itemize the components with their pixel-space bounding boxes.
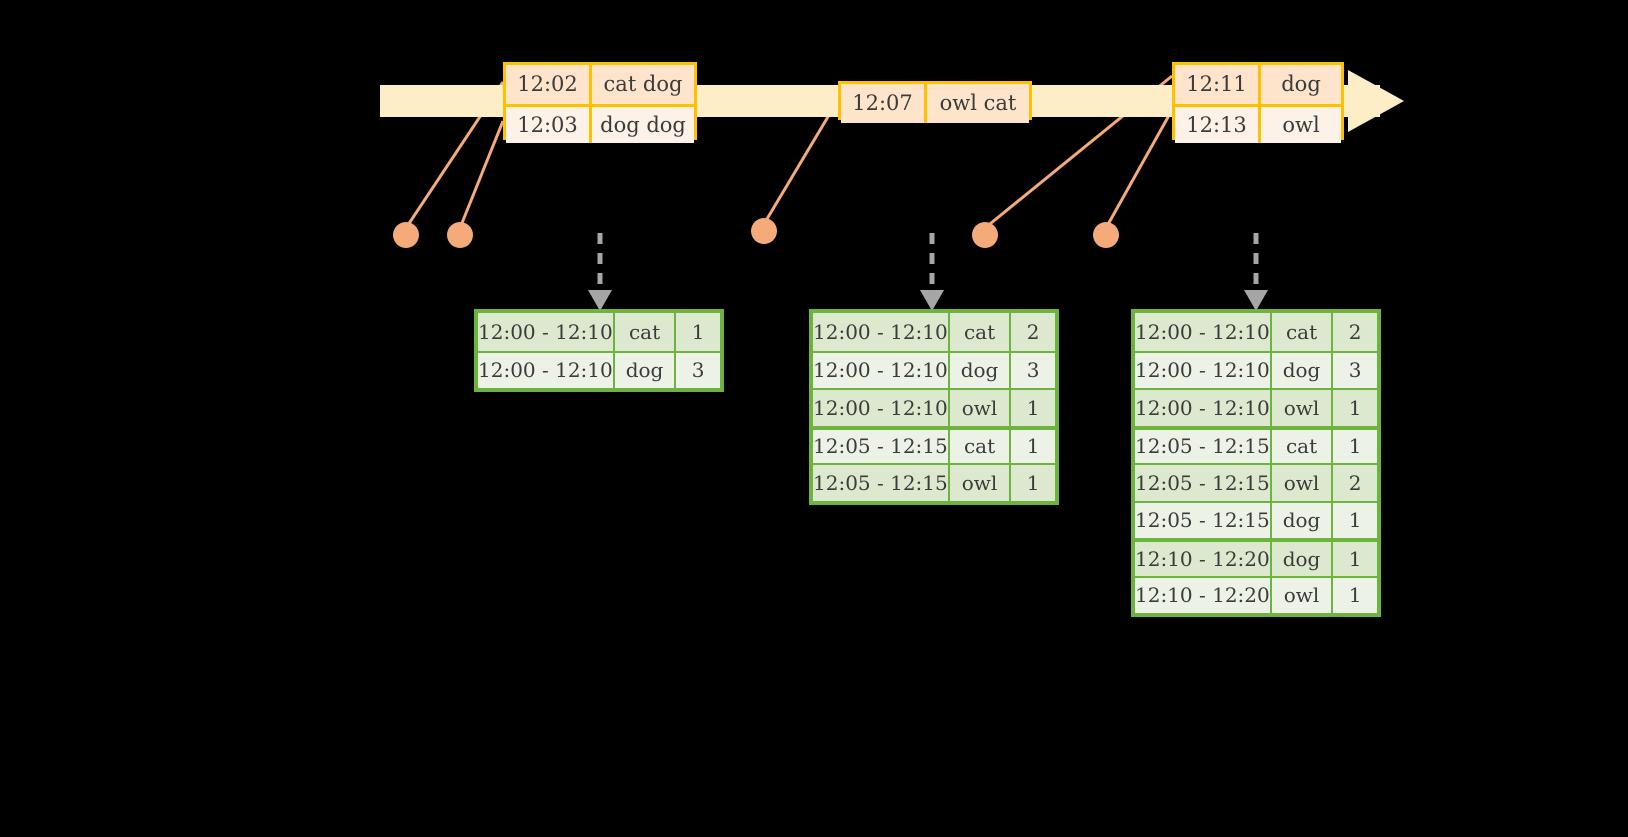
- table-row[interactable]: 12:05 - 12:15 owl 2: [1135, 463, 1377, 501]
- key-cell: dog: [949, 352, 1012, 388]
- event-box-1[interactable]: 12:02 cat dog 12:03 dog dog: [503, 62, 697, 143]
- count-cell: 1: [1011, 390, 1055, 426]
- window-cell: 12:10 - 12:20: [1135, 542, 1272, 576]
- key-cell: cat: [949, 313, 1012, 351]
- table-row[interactable]: 12:00 - 12:10 owl 1: [1135, 388, 1377, 426]
- window-cell: 12:00 - 12:10: [1135, 352, 1272, 388]
- count-cell: 1: [1333, 429, 1377, 463]
- key-cell: owl: [1271, 465, 1334, 501]
- count-cell: 1: [1011, 465, 1055, 501]
- event-words: owl: [1261, 107, 1341, 143]
- event-box-2[interactable]: 12:07 owl cat: [838, 81, 1032, 123]
- key-cell: owl: [1271, 390, 1334, 426]
- window-cell: 12:00 - 12:10: [813, 352, 950, 388]
- key-cell: owl: [949, 465, 1012, 501]
- event-time: 12:13: [1175, 107, 1261, 143]
- event-row[interactable]: 12:02 cat dog: [506, 65, 694, 104]
- window-cell: 12:05 - 12:15: [813, 429, 950, 463]
- event-row[interactable]: 12:03 dog dog: [506, 104, 694, 143]
- event-words: cat dog: [592, 65, 694, 104]
- event-time: 12:07: [841, 84, 927, 123]
- count-cell: 1: [1011, 429, 1055, 463]
- count-cell: 2: [1333, 465, 1377, 501]
- count-cell: 3: [676, 352, 720, 388]
- connector-dot-5: [1093, 222, 1119, 248]
- event-row[interactable]: 12:11 dog: [1175, 65, 1341, 104]
- connector-dot-1: [393, 222, 419, 248]
- table-row[interactable]: 12:00 - 12:10 dog 3: [478, 350, 720, 388]
- window-cell: 12:00 - 12:10: [1135, 313, 1272, 351]
- key-cell: cat: [949, 429, 1012, 463]
- result-table-2[interactable]: 12:00 - 12:10 cat 2 12:00 - 12:10 dog 3 …: [809, 309, 1059, 505]
- key-cell: dog: [614, 352, 677, 388]
- key-cell: dog: [1271, 502, 1334, 538]
- table-row[interactable]: 12:00 - 12:10 cat 2: [1135, 313, 1377, 351]
- key-cell: owl: [1271, 577, 1334, 613]
- table-row[interactable]: 12:00 - 12:10 dog 3: [813, 350, 1055, 388]
- key-cell: cat: [1271, 429, 1334, 463]
- count-cell: 1: [1333, 577, 1377, 613]
- table-row[interactable]: 12:05 - 12:15 cat 1: [1135, 425, 1377, 463]
- count-cell: 2: [1011, 313, 1055, 351]
- count-cell: 1: [1333, 542, 1377, 576]
- window-cell: 12:05 - 12:15: [1135, 502, 1272, 538]
- event-words: dog dog: [592, 107, 694, 143]
- count-cell: 3: [1011, 352, 1055, 388]
- table-row[interactable]: 12:00 - 12:10 cat 2: [813, 313, 1055, 351]
- event-box-3[interactable]: 12:11 dog 12:13 owl: [1172, 62, 1344, 143]
- count-cell: 2: [1333, 313, 1377, 351]
- window-cell: 12:00 - 12:10: [1135, 390, 1272, 426]
- table-row[interactable]: 12:10 - 12:20 dog 1: [1135, 538, 1377, 576]
- key-cell: dog: [1271, 542, 1334, 576]
- event-time: 12:03: [506, 107, 592, 143]
- window-cell: 12:10 - 12:20: [1135, 577, 1272, 613]
- result-table-3[interactable]: 12:00 - 12:10 cat 2 12:00 - 12:10 dog 3 …: [1131, 309, 1381, 617]
- table-row[interactable]: 12:05 - 12:15 cat 1: [813, 425, 1055, 463]
- event-row[interactable]: 12:07 owl cat: [841, 84, 1029, 123]
- event-words: dog: [1261, 65, 1341, 104]
- result-table-1[interactable]: 12:00 - 12:10 cat 1 12:00 - 12:10 dog 3: [474, 309, 724, 392]
- event-time: 12:11: [1175, 65, 1261, 104]
- count-cell: 1: [676, 313, 720, 351]
- event-row[interactable]: 12:13 owl: [1175, 104, 1341, 143]
- window-cell: 12:05 - 12:15: [813, 465, 950, 501]
- window-cell: 12:00 - 12:10: [478, 313, 615, 351]
- key-cell: cat: [1271, 313, 1334, 351]
- key-cell: dog: [1271, 352, 1334, 388]
- count-cell: 1: [1333, 502, 1377, 538]
- event-time: 12:02: [506, 65, 592, 104]
- connector-dot-3: [751, 218, 777, 244]
- table-row[interactable]: 12:00 - 12:10 cat 1: [478, 313, 720, 351]
- window-cell: 12:05 - 12:15: [1135, 465, 1272, 501]
- table-row[interactable]: 12:00 - 12:10 owl 1: [813, 388, 1055, 426]
- event-words: owl cat: [927, 84, 1029, 123]
- count-cell: 3: [1333, 352, 1377, 388]
- key-cell: owl: [949, 390, 1012, 426]
- key-cell: cat: [614, 313, 677, 351]
- table-row[interactable]: 12:00 - 12:10 dog 3: [1135, 350, 1377, 388]
- table-row[interactable]: 12:05 - 12:15 dog 1: [1135, 500, 1377, 538]
- table-row[interactable]: 12:05 - 12:15 owl 1: [813, 463, 1055, 501]
- window-cell: 12:00 - 12:10: [813, 313, 950, 351]
- window-cell: 12:00 - 12:10: [813, 390, 950, 426]
- connector-dot-2: [447, 222, 473, 248]
- connector-dot-4: [972, 222, 998, 248]
- count-cell: 1: [1333, 390, 1377, 426]
- window-cell: 12:05 - 12:15: [1135, 429, 1272, 463]
- window-cell: 12:00 - 12:10: [478, 352, 615, 388]
- table-row[interactable]: 12:10 - 12:20 owl 1: [1135, 575, 1377, 613]
